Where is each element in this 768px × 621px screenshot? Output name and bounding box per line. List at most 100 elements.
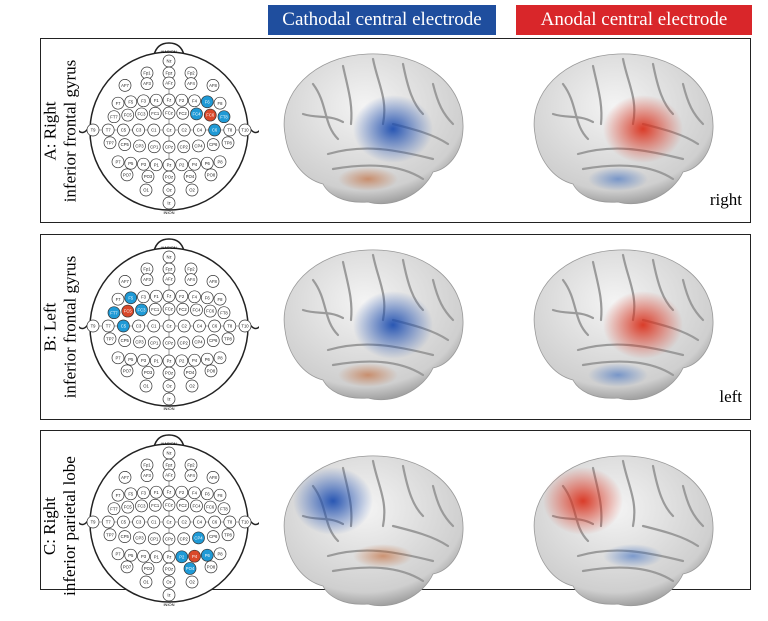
svg-text:P8: P8 xyxy=(217,159,223,164)
electrode-PO3: PO3 xyxy=(141,170,155,183)
svg-text:C6: C6 xyxy=(212,324,218,329)
panel-label-line2: inferior frontal gyrus xyxy=(60,59,80,202)
svg-text:FCz: FCz xyxy=(165,111,173,116)
svg-text:T10: T10 xyxy=(241,324,249,329)
svg-text:C2: C2 xyxy=(182,128,188,133)
svg-text:CP4: CP4 xyxy=(194,536,203,541)
electrode-F1: F1 xyxy=(149,93,163,107)
svg-text:PO4: PO4 xyxy=(186,174,195,179)
svg-text:P7: P7 xyxy=(115,551,121,556)
svg-text:Pz: Pz xyxy=(167,555,172,560)
opposite-field xyxy=(588,363,648,387)
opposite-field xyxy=(588,167,648,191)
electrode-TP7: TP7 xyxy=(103,332,117,346)
electrode-T8: T8 xyxy=(223,123,237,137)
svg-text:CP6: CP6 xyxy=(209,534,218,539)
electrode-PO8: PO8 xyxy=(204,168,218,182)
electrode-FT8: FT8 xyxy=(217,306,231,320)
electrode-F4: F4 xyxy=(188,290,201,304)
electrode-FC5: FC5 xyxy=(121,500,135,514)
svg-text:PO7: PO7 xyxy=(123,172,132,177)
svg-text:T7: T7 xyxy=(106,520,112,525)
electrode-C1: C1 xyxy=(147,319,161,333)
stimulation-field xyxy=(543,467,623,535)
electrode-AF7: AF7 xyxy=(118,79,132,92)
svg-text:CP6: CP6 xyxy=(209,338,218,343)
electrode-FC4: FC4 xyxy=(190,107,203,121)
svg-text:FC2: FC2 xyxy=(179,111,188,116)
svg-text:CP2: CP2 xyxy=(180,340,189,345)
svg-text:C2: C2 xyxy=(182,324,188,329)
panel-label-line1: B: Left xyxy=(40,302,60,352)
electrode-POz: POz xyxy=(162,366,176,380)
svg-text:FT7: FT7 xyxy=(110,114,118,119)
electrode-C2: C2 xyxy=(177,319,191,333)
electrode-F4: F4 xyxy=(188,94,201,108)
electrode-C5: C5 xyxy=(117,123,130,137)
electrode-P1: P1 xyxy=(149,550,163,564)
svg-text:F8: F8 xyxy=(218,297,224,302)
electrode-Fp1: Fp1 xyxy=(140,66,154,80)
svg-text:FC5: FC5 xyxy=(124,309,133,314)
svg-text:FC3: FC3 xyxy=(138,504,147,509)
svg-text:Cz: Cz xyxy=(166,324,171,329)
electrode-FC5: FC5 xyxy=(121,304,135,318)
electrode-Oz: Oz xyxy=(162,183,176,197)
svg-text:P6: P6 xyxy=(205,161,211,166)
svg-text:C5: C5 xyxy=(121,128,127,133)
svg-text:P1: P1 xyxy=(154,162,160,167)
electrode-PO8: PO8 xyxy=(204,364,218,378)
electrode-P2: P2 xyxy=(175,158,189,172)
electrode-FC3: FC3 xyxy=(135,107,148,121)
hemisphere-label: right xyxy=(709,190,742,209)
electrode-T8: T8 xyxy=(223,515,237,529)
electrode-AF7: AF7 xyxy=(118,471,132,484)
electrode-PO7: PO7 xyxy=(120,364,134,378)
svg-text:Fpz: Fpz xyxy=(166,71,173,76)
electrode-Fp2: Fp2 xyxy=(184,262,198,276)
svg-text:FC1: FC1 xyxy=(151,503,160,508)
svg-text:C3: C3 xyxy=(136,520,142,525)
svg-text:Fz: Fz xyxy=(167,294,172,299)
svg-text:AFz: AFz xyxy=(165,81,172,86)
svg-text:Cz: Cz xyxy=(166,128,171,133)
svg-text:Nz: Nz xyxy=(166,451,171,456)
svg-text:TP8: TP8 xyxy=(224,140,232,145)
svg-text:T7: T7 xyxy=(106,128,112,133)
electrode-CP4: CP4 xyxy=(192,335,205,349)
electrode-P6: P6 xyxy=(200,156,214,170)
panel-label-line1: A: Right xyxy=(40,100,60,161)
electrode-C2: C2 xyxy=(177,123,191,137)
electrode-C6: C6 xyxy=(208,123,221,137)
svg-text:PO8: PO8 xyxy=(207,368,216,373)
svg-text:AF4: AF4 xyxy=(187,81,195,86)
svg-text:FCz: FCz xyxy=(165,307,173,312)
electrode-P3: P3 xyxy=(137,353,150,367)
svg-text:P7: P7 xyxy=(115,159,121,164)
svg-text:FT7: FT7 xyxy=(110,310,118,315)
svg-text:FC6: FC6 xyxy=(206,113,215,118)
svg-text:C4: C4 xyxy=(197,520,203,525)
svg-text:CP2: CP2 xyxy=(180,144,189,149)
anodal-brain xyxy=(533,53,714,205)
svg-text:T9: T9 xyxy=(91,520,97,525)
electrode-AF8: AF8 xyxy=(206,471,220,484)
svg-text:P2: P2 xyxy=(179,554,185,559)
svg-text:Fp1: Fp1 xyxy=(143,71,151,76)
svg-text:CP1: CP1 xyxy=(150,144,159,149)
electrode-O1: O1 xyxy=(139,575,153,589)
electrode-F2: F2 xyxy=(175,485,189,499)
svg-text:FC4: FC4 xyxy=(193,308,202,313)
electrode-AFz: AFz xyxy=(162,272,176,286)
electrode-FC6: FC6 xyxy=(203,304,217,318)
electrode-PO8: PO8 xyxy=(204,560,218,574)
electrode-F5: F5 xyxy=(124,487,138,501)
electrode-FT8: FT8 xyxy=(217,502,231,516)
svg-text:F1: F1 xyxy=(154,490,160,495)
electrode-AF7: AF7 xyxy=(118,275,132,288)
svg-text:Iz: Iz xyxy=(167,397,170,402)
electrode-AF4: AF4 xyxy=(184,469,198,482)
svg-text:CP1: CP1 xyxy=(150,340,159,345)
svg-text:CP4: CP4 xyxy=(194,340,203,345)
